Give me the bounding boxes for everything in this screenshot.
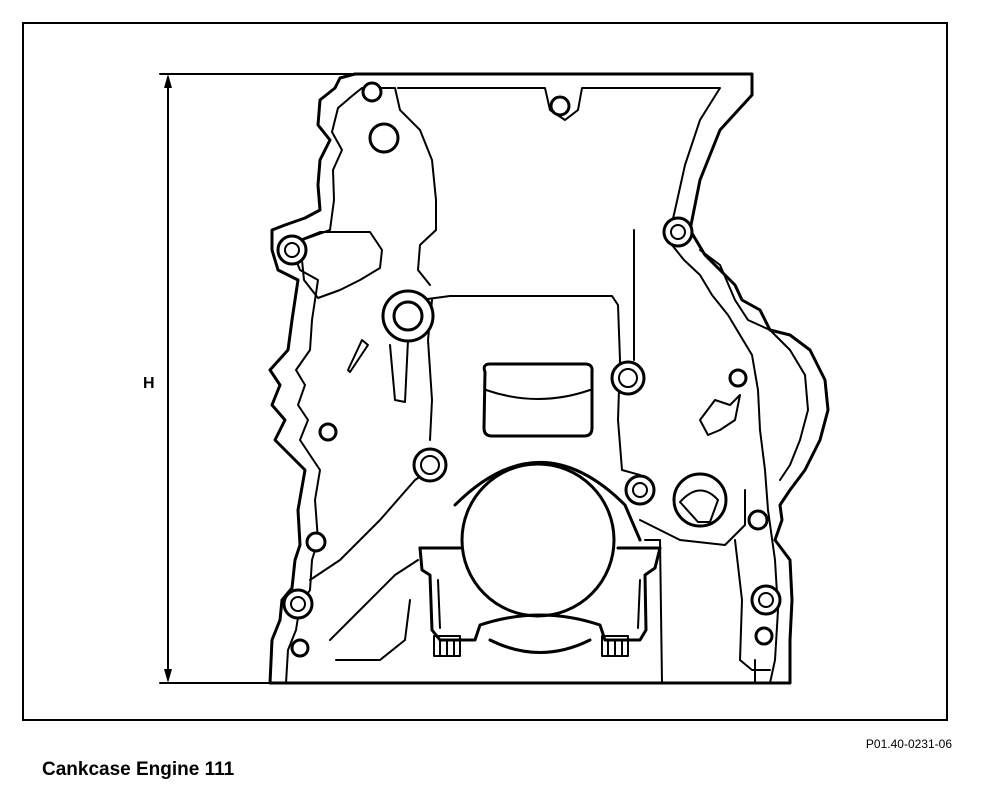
oil-window <box>482 362 594 438</box>
crankcase-drawing <box>159 72 830 685</box>
height-dimension <box>159 73 791 684</box>
bolt-holes <box>276 81 782 658</box>
figure-reference-code: P01.40-0231-06 <box>865 737 952 751</box>
crank-bore <box>418 461 662 657</box>
figure-caption: Cankcase Engine 111 <box>42 759 235 780</box>
height-dimension-label: H <box>143 375 155 392</box>
